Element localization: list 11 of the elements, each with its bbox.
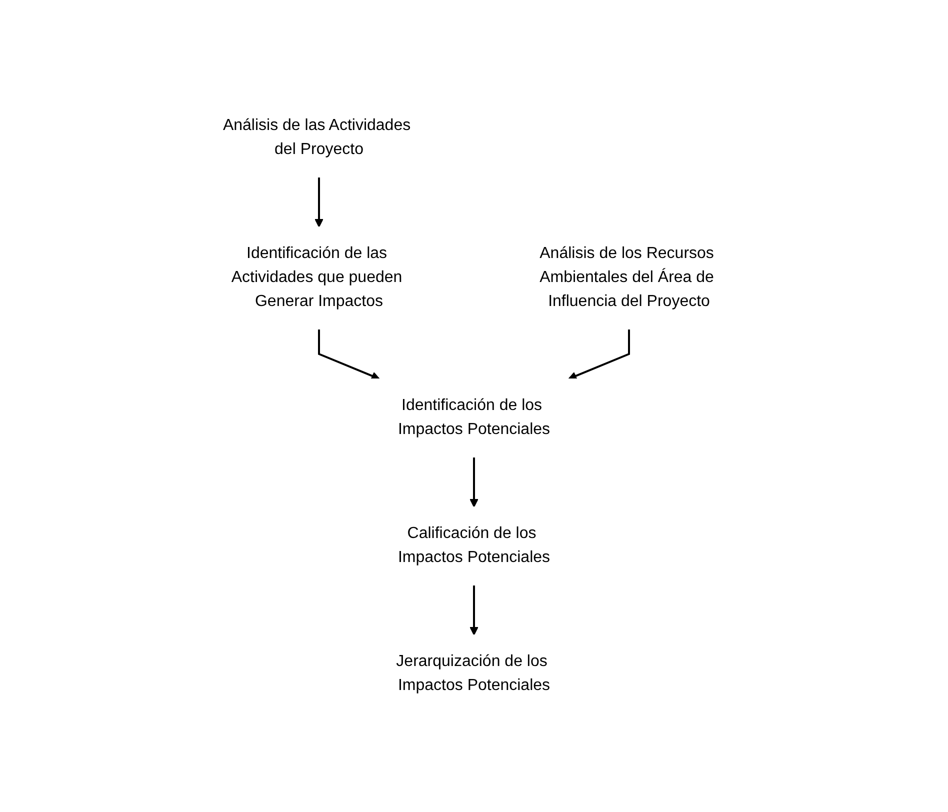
node-text: Jerarquización de los Impactos Potenciales [396,653,550,694]
node-text: Identificación de los Impactos Potenciales [398,397,550,438]
arrow [318,329,380,380]
arrow [470,457,478,508]
node-text: Análisis de los Recursos Ambientales del Área de Influencia del Proyecto [540,245,714,310]
node-text: Identificación de las Actividades que pueden Generar Impactos [231,245,402,310]
arrow [470,585,478,636]
node-text: Calificación de los Impactos Potenciales [398,525,550,566]
node-text: Análisis de las Actividades del Proyecto [222,117,411,158]
arrow [568,329,630,380]
arrow [314,177,324,228]
